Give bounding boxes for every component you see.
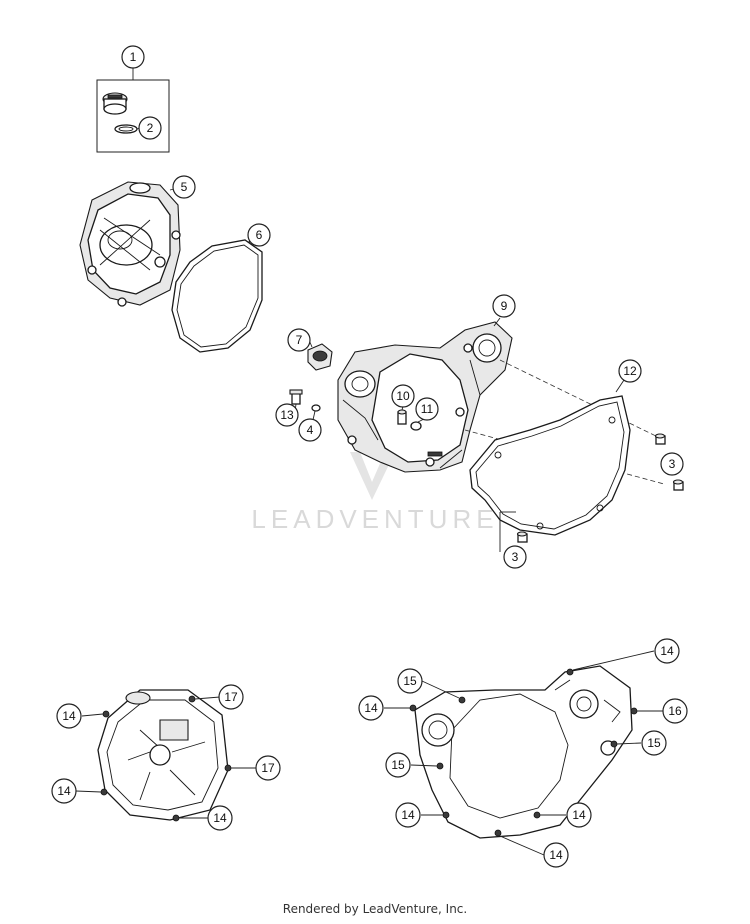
svg-text:1: 1 [130, 50, 137, 64]
svg-text:3: 3 [669, 457, 676, 471]
svg-text:14: 14 [62, 709, 76, 723]
svg-text:14: 14 [364, 701, 378, 715]
cover-gasket [171, 239, 263, 353]
callout-11: 11 [415, 397, 439, 421]
callout-9: 9 [492, 294, 516, 318]
callout-13: 13 [275, 403, 299, 427]
callout-15-top: 15 [397, 668, 423, 694]
callout-16: 16 [662, 698, 688, 724]
svg-text:10: 10 [396, 389, 410, 403]
oil-plug-assembly [96, 68, 170, 153]
callout-10: 10 [391, 384, 415, 408]
svg-text:15: 15 [403, 674, 417, 688]
svg-text:17: 17 [224, 690, 238, 704]
clutch-cover-gasket [469, 379, 631, 536]
svg-text:4: 4 [307, 423, 314, 437]
svg-text:9: 9 [501, 299, 508, 313]
pin-10 [397, 405, 407, 425]
svg-text:17: 17 [261, 761, 275, 775]
callout-6: 6 [247, 223, 271, 247]
callout-5: 5 [172, 175, 196, 199]
svg-text:14: 14 [401, 808, 415, 822]
callout-17-top: 17 [218, 684, 244, 710]
svg-text:14: 14 [572, 808, 586, 822]
clutch-outer-cover [79, 181, 181, 307]
callout-14-lower-left-c: 14 [207, 805, 233, 831]
svg-text:14: 14 [57, 784, 71, 798]
callout-4: 4 [298, 418, 322, 442]
callout-1: 1 [121, 45, 145, 69]
svg-text:5: 5 [181, 180, 188, 194]
o-ring-11 [410, 418, 425, 431]
svg-text:14: 14 [660, 644, 674, 658]
o-ring [114, 124, 138, 134]
washer-4 [311, 404, 321, 421]
svg-text:15: 15 [391, 758, 405, 772]
callout-14-lower-right-top: 14 [654, 638, 680, 664]
callout-14-lower-right-c: 14 [566, 802, 592, 828]
callout-3-right: 3 [660, 452, 684, 476]
svg-text:7: 7 [296, 333, 303, 347]
callout-17-right: 17 [255, 755, 281, 781]
dowel-pins [499, 433, 684, 552]
watermark: LEADVENTURE [251, 452, 498, 534]
callout-14-lower-left-a: 14 [56, 703, 82, 729]
svg-text:14: 14 [549, 848, 563, 862]
svg-text:16: 16 [668, 704, 682, 718]
svg-text:3: 3 [512, 550, 519, 564]
svg-text:6: 6 [256, 228, 263, 242]
callout-7: 7 [287, 328, 311, 352]
callout-14-lower-left-b: 14 [51, 778, 77, 804]
svg-text:2: 2 [147, 121, 154, 135]
callout-15-left: 15 [385, 752, 411, 778]
svg-text:15: 15 [647, 736, 661, 750]
svg-text:14: 14 [213, 811, 227, 825]
seal-7 [307, 339, 333, 371]
callout-2: 2 [138, 116, 162, 140]
svg-text:11: 11 [421, 402, 434, 416]
callout-14-lower-right-a: 14 [358, 695, 384, 721]
inner-cover-bolts-view [384, 650, 663, 856]
callout-3-bottom: 3 [503, 545, 527, 569]
outer-cover-bolts-view [75, 689, 256, 822]
plug-group-box [96, 79, 170, 153]
callout-14-lower-right-b: 14 [395, 802, 421, 828]
callout-15-right: 15 [641, 730, 667, 756]
oil-filler-plug [102, 92, 128, 115]
watermark-text: LEADVENTURE [251, 504, 498, 534]
svg-text:12: 12 [623, 364, 637, 378]
callout-12: 12 [618, 359, 642, 383]
callout-14-lower-right-bottom: 14 [543, 842, 569, 868]
footer-credit: Rendered by LeadVenture, Inc. [282, 902, 468, 916]
svg-text:13: 13 [280, 408, 294, 422]
